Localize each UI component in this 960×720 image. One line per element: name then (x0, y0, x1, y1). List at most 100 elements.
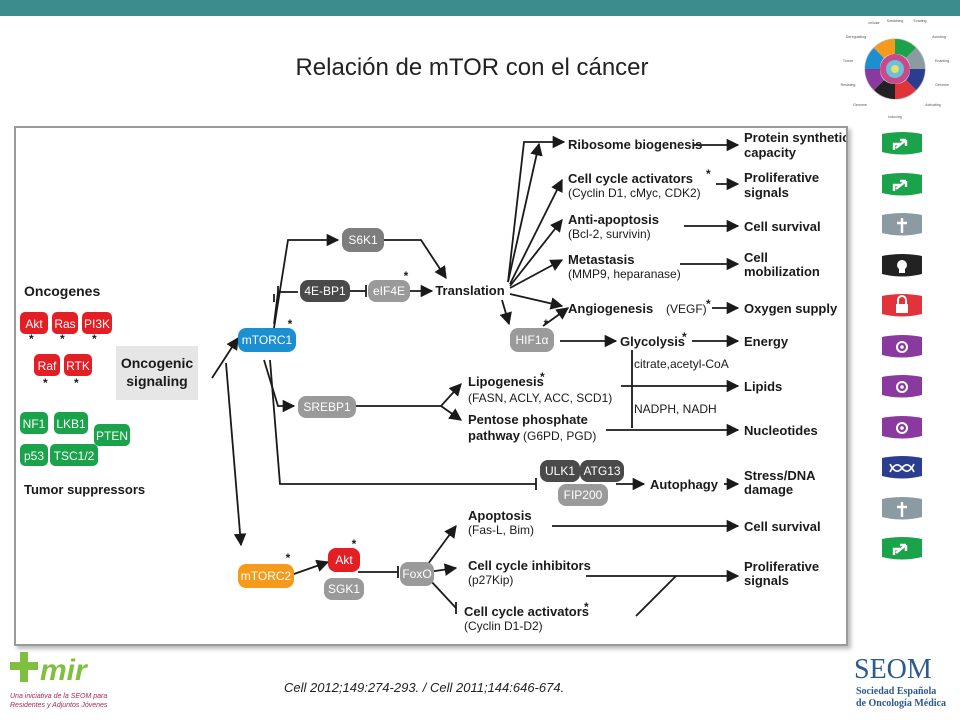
star-pi3k: * (92, 332, 97, 346)
oncogenic-signaling-box (116, 346, 198, 400)
tsc-suppressor-box (50, 444, 98, 466)
eif4e-node (368, 280, 410, 302)
nadph-label: NADPH, NADH (634, 402, 717, 416)
oncogene-akt: Akt (25, 317, 43, 331)
star-angiogenesis: * (706, 297, 711, 311)
ulk1-node (540, 460, 580, 482)
metastasis-sub: (MMP9, heparanase) (568, 267, 681, 281)
4ebp1-node (300, 280, 350, 302)
autophagy-label: Autophagy (650, 477, 719, 492)
apoptosis-sub: (Fas-L, Bim) (468, 523, 534, 537)
sgk1-node (324, 578, 364, 600)
mtorc1-label: mTORC1 (242, 333, 293, 347)
tumor-suppressors-heading: Tumor suppressors (24, 482, 145, 497)
akt-oncogene-box (20, 312, 48, 334)
star-eif4e: * (404, 269, 409, 283)
oncogene-pi3k: PI3K (84, 317, 110, 331)
mir-text: mir (40, 654, 89, 687)
dna-icon (882, 456, 922, 479)
mtor-pathway-figure: Oncogenes Akt Ras PI3K Raf RTK NF1 LKB1 … (14, 126, 848, 646)
star-ras: * (60, 332, 65, 346)
hif1a-node (510, 328, 554, 352)
outcome-prolif2-1: Proliferative (744, 559, 819, 574)
glycolysis: Glycolysis (620, 334, 685, 349)
star-hif1a: * (544, 317, 549, 331)
svg-text:cellular: cellular (868, 21, 880, 25)
angiogenesis: Angiogenesis (568, 301, 653, 316)
svg-text:Tumor: Tumor (843, 59, 854, 63)
cell-cycle-inhibitors: Cell cycle inhibitors (468, 558, 591, 573)
hallmarks-wheel-icon: Sustaining Evading Avoiding Enabling Gen… (841, 19, 949, 119)
svg-text:Deregulating: Deregulating (846, 35, 866, 39)
mtor-pathway-diagram: Oncogenes Akt Ras PI3K Raf RTK NF1 LKB1 … (20, 130, 846, 633)
svg-text:Genome: Genome (853, 103, 867, 107)
srebp1-label: SREBP1 (303, 400, 351, 414)
akt-label: Akt (335, 553, 353, 567)
pentose-phosphate-2: pathway (468, 428, 521, 443)
outcome-protein-2: capacity (744, 145, 797, 160)
pi3k-oncogene-box (82, 312, 112, 334)
svg-text:Resisting: Resisting (841, 83, 856, 87)
lipogenesis-sub: (FASN, ACLY, ACC, SCD1) (468, 391, 612, 405)
outcome-energy: Energy (744, 334, 789, 349)
mtorc2-label: mTORC2 (241, 569, 292, 583)
arrow-sign-icon (882, 132, 922, 155)
suppressor-nf1: NF1 (23, 417, 46, 431)
atg13-node (580, 460, 624, 482)
suppressor-tsc: TSC1/2 (54, 449, 95, 463)
star-cell-cycle-2: * (584, 600, 589, 614)
oncogene-raf: Raf (38, 359, 57, 373)
srebp1-node (298, 396, 356, 418)
cell-cycle-activators-2: Cell cycle activators (464, 604, 589, 619)
star-akt: * (29, 332, 34, 346)
foxo-node (400, 562, 434, 586)
outcome-cell-survival: Cell survival (744, 219, 821, 234)
star-rtk: * (74, 376, 79, 390)
eif4e-label: eIF4E (373, 284, 405, 298)
star-lipogenesis: * (540, 370, 545, 384)
raf-oncogene-box (34, 354, 60, 376)
outcome-cell-survival-2: Cell survival (744, 519, 821, 534)
svg-text:Avoiding: Avoiding (932, 35, 946, 39)
svg-text:Inducing: Inducing (888, 115, 902, 119)
arrow-sign-icon (882, 537, 922, 560)
ras-oncogene-box (52, 312, 78, 334)
cell-cycle-activators-sub: (Cyclin D1, cMyc, CDK2) (568, 186, 701, 200)
oncogene-ras: Ras (54, 317, 75, 331)
slide-title: Relación de mTOR con el cáncer (295, 54, 649, 81)
outcome-prolif-1: Proliferative (744, 170, 819, 185)
p53-suppressor-box (20, 444, 48, 466)
mtorc2-node (238, 564, 294, 588)
svg-text:Sustaining: Sustaining (887, 19, 904, 23)
oncogenes-heading: Oncogenes (24, 283, 100, 299)
pentose-phosphate-1: Pentose phosphate (468, 412, 588, 427)
seom-logo-graphic: SEOM Sociedad Española de Oncología Médi… (854, 654, 946, 709)
cross-icon (882, 213, 922, 236)
apoptosis: Apoptosis (468, 508, 532, 523)
outcome-prolif-2: signals (744, 185, 789, 200)
rtk-oncogene-box (64, 354, 92, 376)
nf1-suppressor-box (20, 412, 48, 434)
pten-suppressor-box (94, 424, 130, 446)
mtorc1-node (238, 328, 296, 352)
cell-cycle-activators: Cell cycle activators (568, 171, 693, 186)
svg-text:Genome: Genome (935, 83, 949, 87)
angiogenesis-sub: (VEGF) (666, 302, 707, 316)
ribosome-biogenesis: Ribosome biogenesis (568, 137, 702, 152)
outcome-stress-1: Stress/DNA (744, 468, 816, 483)
svg-text:Evading: Evading (914, 19, 927, 23)
cell-cycle-activators-2-sub: (Cyclin D1-D2) (464, 619, 543, 633)
gear-icon (882, 415, 922, 438)
top-accent-bar (0, 0, 960, 16)
star-mtorc1: * (288, 317, 293, 331)
hif1a-label: HIF1α (516, 333, 549, 347)
akt-node (328, 548, 360, 572)
oncogenic-signaling-label-1: Oncogenic (121, 355, 194, 371)
s6k1-node (342, 228, 384, 252)
metastasis: Metastasis (568, 252, 634, 267)
outcome-prolif2-2: signals (744, 573, 789, 588)
fip200-label: FIP200 (564, 488, 603, 502)
star-glycolysis: * (682, 330, 687, 344)
ulk1-label: ULK1 (545, 464, 575, 478)
oncogenic-signaling-label-2: signaling (126, 373, 187, 389)
